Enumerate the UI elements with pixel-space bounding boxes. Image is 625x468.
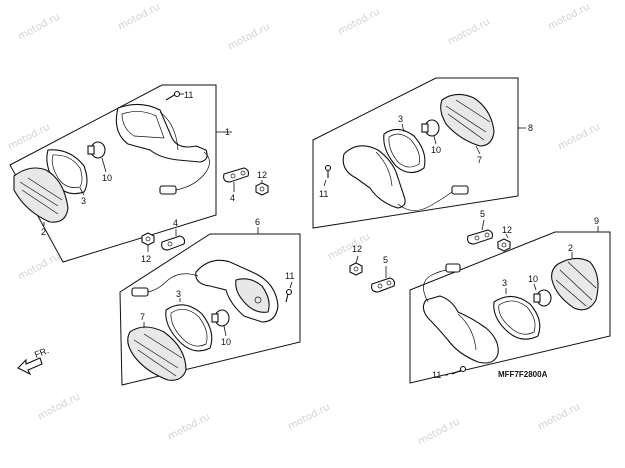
lens-part — [440, 93, 495, 147]
watermark: motod.ru — [546, 1, 592, 32]
callout-label: 10 — [102, 173, 112, 183]
callout-label: 1 — [225, 127, 230, 137]
callout-label: 9 — [594, 216, 599, 226]
front-direction-indicator: FR. — [17, 345, 50, 376]
watermark: motod.ru — [326, 231, 372, 262]
screw-part — [285, 293, 289, 303]
callout-label: 11 — [285, 271, 294, 281]
watermark: motod.ru — [16, 11, 62, 42]
callout-label: 10 — [431, 145, 441, 155]
screw-part — [165, 90, 181, 101]
callout-label: 3 — [502, 278, 507, 288]
watermark: motod.ru — [536, 401, 582, 432]
watermark: motod.ru — [556, 121, 602, 152]
screw-part — [451, 369, 463, 375]
callout-label: 3 — [81, 196, 86, 206]
housing-part — [115, 103, 208, 163]
housing-part — [195, 259, 279, 323]
watermark: motod.ru — [6, 121, 52, 152]
callout-label: 10 — [221, 337, 231, 347]
lens-part — [551, 257, 599, 311]
callout-label: 3 — [176, 289, 181, 299]
plate-part — [161, 235, 186, 251]
callout-label: 2 — [41, 227, 46, 237]
plate-part — [223, 167, 250, 183]
nut-part — [349, 262, 363, 276]
assembly-8-group: 8 7 3 10 11 — [312, 77, 533, 252]
callout-label: 12 — [257, 170, 267, 180]
bulb-part — [211, 309, 230, 327]
wire-harness — [175, 151, 210, 191]
callout-label: 12 — [352, 244, 362, 254]
housing-part — [422, 295, 499, 364]
callout-label: 8 — [528, 123, 533, 133]
callout-label: 11 — [184, 90, 193, 100]
watermark: motod.ru — [226, 21, 272, 52]
connector — [445, 263, 461, 273]
nut-part — [497, 238, 511, 252]
plate-part — [467, 229, 494, 245]
watermark: motod.ru — [286, 401, 332, 432]
watermark: motod.ru — [16, 251, 62, 282]
callout-label: 5 — [480, 209, 485, 219]
watermark: motod.ru — [116, 1, 162, 32]
assembly-9-group: 9 2 10 3 5 — [349, 216, 611, 384]
wire-harness — [147, 273, 199, 293]
callout-label: 7 — [477, 155, 482, 165]
callout-label: 4 — [173, 218, 178, 228]
nut-part — [255, 182, 269, 196]
plate-part — [371, 277, 396, 293]
lens-part — [13, 167, 69, 223]
direction-label: FR. — [33, 345, 50, 360]
callout-label: 2 — [568, 243, 573, 253]
callout-label: 5 — [383, 255, 388, 265]
watermark-layer: motod.ru motod.ru motod.ru motod.ru moto… — [6, 1, 602, 447]
assembly-8-frame — [312, 77, 519, 229]
callout-label: 3 — [398, 114, 403, 124]
bulb-part — [533, 289, 552, 307]
callout-label: 12 — [502, 225, 512, 235]
watermark: motod.ru — [36, 391, 82, 422]
callout-label: 6 — [255, 217, 260, 227]
assembly-6-group: 6 4 12 11 3 10 — [119, 217, 301, 386]
arrow-icon — [17, 357, 43, 376]
diagram-code: MFF7F2800A — [498, 370, 548, 379]
wire-harness — [397, 191, 453, 211]
callout-label: 10 — [528, 274, 538, 284]
callout-label: 7 — [140, 312, 145, 322]
bulb-part — [87, 141, 106, 159]
assembly-6-frame — [119, 233, 301, 386]
watermark: motod.ru — [446, 16, 492, 47]
watermark: motod.ru — [336, 6, 382, 37]
connector — [451, 185, 469, 195]
watermark: motod.ru — [416, 416, 462, 447]
callout-label: 4 — [230, 193, 235, 203]
lens-part — [127, 326, 187, 381]
gasket-part — [493, 295, 541, 340]
callout-label: 11 — [319, 189, 328, 199]
assembly-1-group: 11 1 10 3 2 4 12 — [9, 84, 269, 263]
connector — [159, 185, 177, 195]
gasket-part — [165, 304, 213, 352]
nut-part — [141, 232, 155, 246]
watermark: motod.ru — [166, 411, 212, 442]
callout-label: 11 — [432, 370, 441, 380]
housing-part — [342, 145, 406, 209]
gasket-part — [383, 128, 426, 174]
assembly-9-frame — [409, 231, 611, 384]
callout-label: 12 — [141, 254, 151, 264]
connector — [131, 287, 149, 297]
assembly-1-frame — [9, 84, 217, 263]
bulb-part — [421, 119, 440, 137]
